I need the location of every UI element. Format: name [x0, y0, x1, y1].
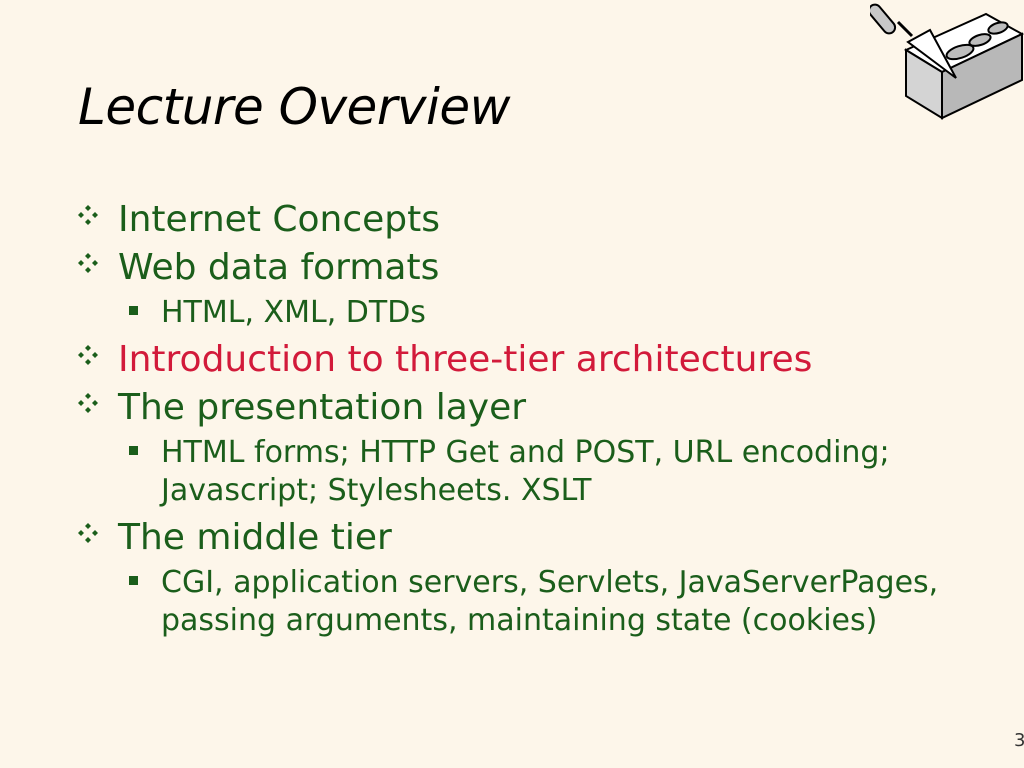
diamond-bullet-icon: [78, 253, 98, 273]
sub-bullet-text: HTML, XML, DTDs: [161, 295, 426, 330]
bullet-text: The middle tier: [118, 517, 392, 558]
bullet-item: Internet Concepts: [78, 196, 978, 244]
square-bullet-icon: [129, 306, 138, 315]
bullet-item: The middle tier: [78, 514, 978, 562]
sub-bullet-item: HTML, XML, DTDs: [129, 294, 961, 332]
page-number: 3: [1014, 730, 1024, 751]
diamond-bullet-icon: [78, 393, 98, 413]
slide-title: Lecture Overview: [78, 78, 511, 136]
diamond-bullet-icon: [78, 205, 98, 225]
bullet-text: Introduction to three-tier architectures: [118, 339, 813, 380]
bullet-text: Internet Concepts: [118, 199, 441, 240]
sub-bullet-item: HTML forms; HTTP Get and POST, URL encod…: [129, 434, 961, 510]
square-bullet-icon: [129, 576, 138, 585]
bullet-item: The presentation layer: [78, 384, 978, 432]
bullet-text: Web data formats: [118, 247, 440, 288]
bullet-item: Introduction to three-tier architectures: [78, 336, 978, 384]
sub-bullet-item: CGI, application servers, Servlets, Java…: [129, 564, 961, 640]
diamond-bullet-icon: [78, 523, 98, 543]
sub-bullet-text: CGI, application servers, Servlets, Java…: [161, 565, 939, 638]
diamond-bullet-icon: [78, 345, 98, 365]
brick-trowel-icon: [870, 3, 1024, 120]
sub-bullet-text: HTML forms; HTTP Get and POST, URL encod…: [161, 435, 890, 508]
bullet-item: Web data formats: [78, 244, 978, 292]
bullet-text: The presentation layer: [118, 387, 527, 428]
square-bullet-icon: [129, 446, 138, 455]
